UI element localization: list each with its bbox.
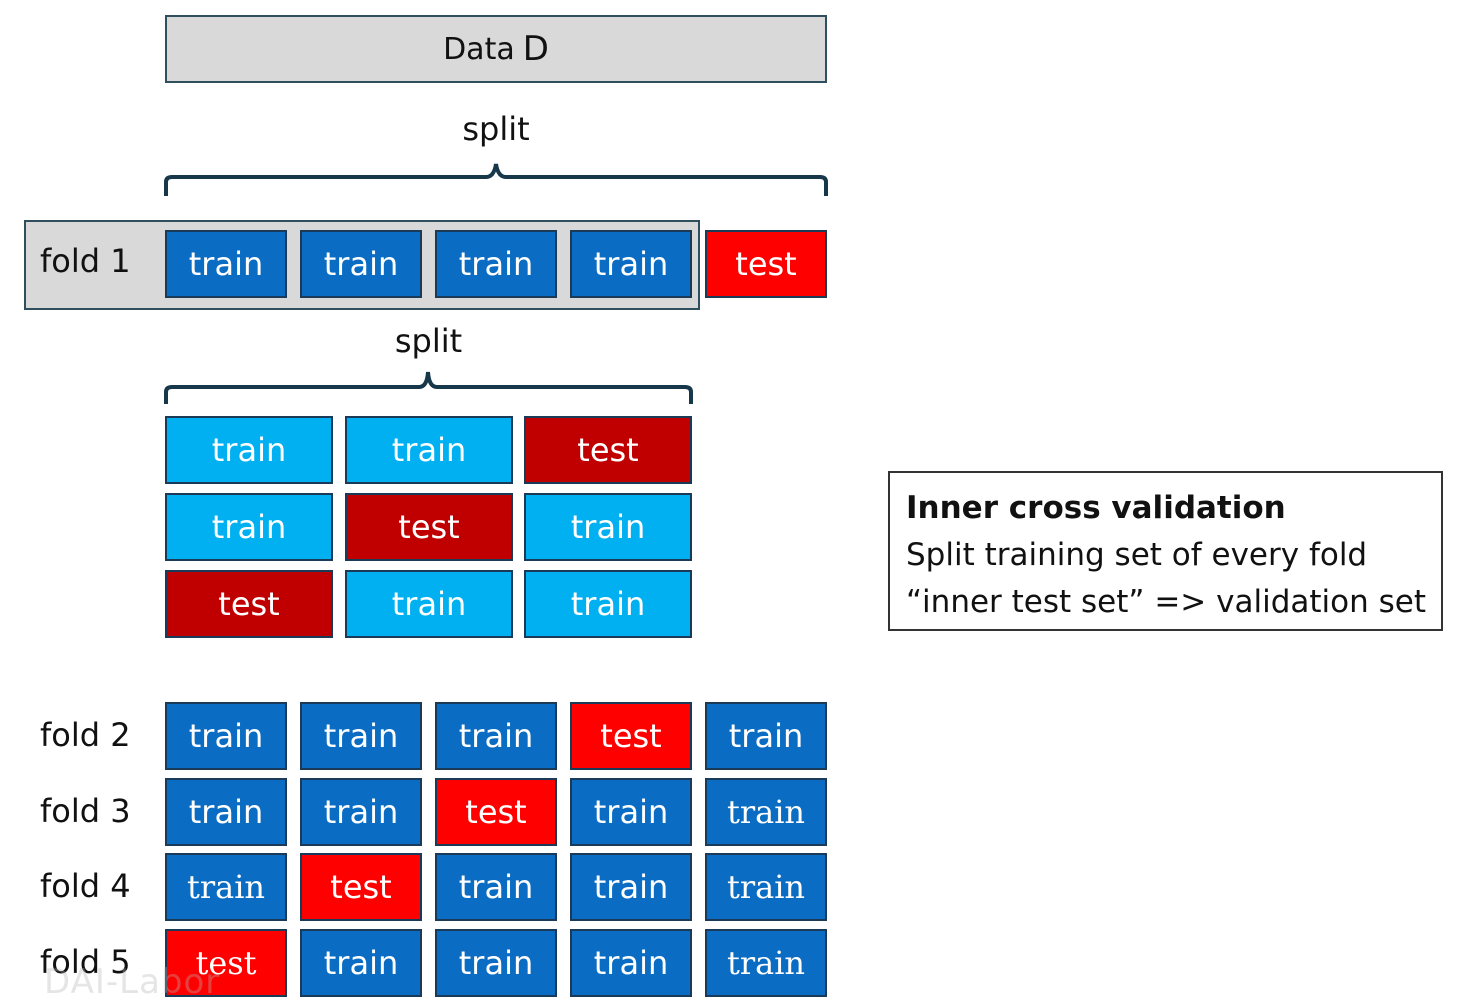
fold1-cell-test: test (705, 230, 827, 298)
info-title: Inner cross validation (906, 490, 1286, 526)
fold-label: fold 5 (40, 943, 131, 981)
fold-cell-train: train (705, 929, 827, 997)
inner-cell-train: train (165, 493, 333, 561)
split-brace-inner (164, 371, 693, 404)
info-line-1: Split training set of every fold (906, 537, 1368, 573)
inner-cell-train: train (165, 416, 333, 484)
fold-cell-train: train (300, 778, 422, 846)
info-line-2: “inner test set” => validation set (906, 584, 1426, 620)
fold-cell-train: train (300, 702, 422, 770)
fold1-cell-train: train (300, 230, 422, 298)
fold-cell-train: train (165, 778, 287, 846)
inner-cell-train: train (524, 570, 692, 638)
inner-cell-train: train (345, 416, 513, 484)
fold-cell-train: train (570, 929, 692, 997)
inner-cell-test: test (524, 416, 692, 484)
fold-cell-train: train (570, 778, 692, 846)
fold-cell-train: train (165, 702, 287, 770)
fold-cell-train: train (300, 929, 422, 997)
split-brace-top (164, 163, 828, 196)
data-symbol: D (522, 29, 549, 69)
fold-label: fold 2 (40, 716, 131, 754)
fold-cell-train: train (435, 929, 557, 997)
fold-cell-test: test (300, 853, 422, 921)
info-box: Inner cross validation Split training se… (888, 471, 1443, 631)
inner-cell-test: test (165, 570, 333, 638)
fold-cell-test: test (165, 929, 287, 997)
inner-cell-train: train (524, 493, 692, 561)
fold-cell-train: train (705, 702, 827, 770)
fold-cell-train: train (705, 778, 827, 846)
fold-cell-train: train (435, 853, 557, 921)
fold-label: fold 4 (40, 867, 131, 905)
inner-cell-test: test (345, 493, 513, 561)
fold-cell-train: train (165, 853, 287, 921)
fold-cell-train: train (705, 853, 827, 921)
fold-cell-test: test (435, 778, 557, 846)
split-label-top: split (462, 110, 530, 148)
fold1-cell-train: train (570, 230, 692, 298)
data-box: Data D (165, 15, 827, 83)
inner-cell-train: train (345, 570, 513, 638)
fold-cell-train: train (570, 853, 692, 921)
fold1-cell-train: train (435, 230, 557, 298)
fold-label: fold 3 (40, 792, 131, 830)
data-label: Data (443, 31, 515, 67)
fold1-cell-train: train (165, 230, 287, 298)
fold-label: fold 1 (40, 242, 131, 280)
split-label-inner: split (394, 322, 463, 360)
fold-cell-train: train (435, 702, 557, 770)
fold-cell-test: test (570, 702, 692, 770)
